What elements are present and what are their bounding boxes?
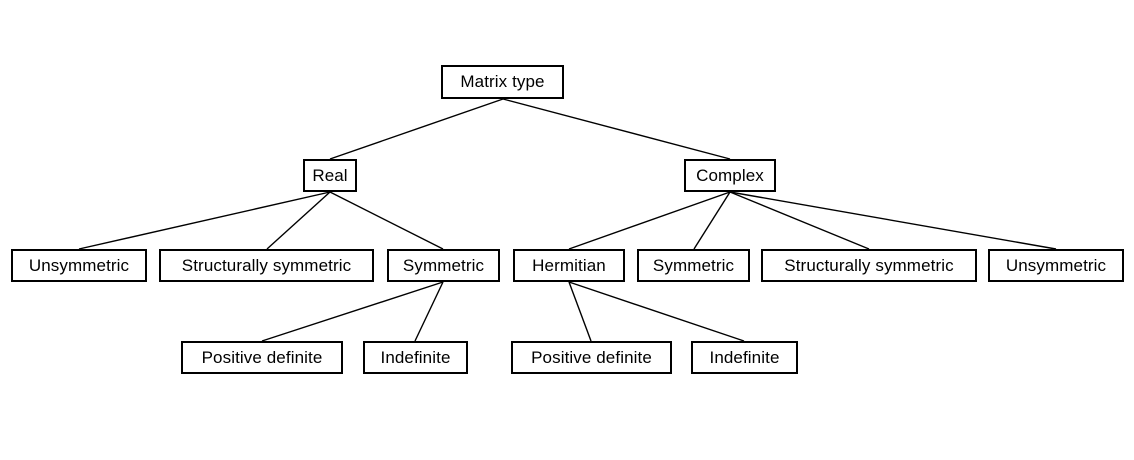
node-real[interactable]: Real	[303, 159, 357, 192]
edge-complex-symmetric	[693, 191, 731, 250]
node-real-unsymmetric[interactable]: Unsymmetric	[11, 249, 147, 282]
node-label-real-positive-definite: Positive definite	[201, 347, 323, 367]
edge-symm-posdef	[261, 281, 444, 342]
node-label-matrix-type: Matrix type	[460, 72, 545, 91]
edge-complex-unsymmetric	[729, 191, 1057, 250]
node-label-real: Real	[312, 165, 348, 185]
node-real-positive-definite[interactable]: Positive definite	[181, 341, 343, 374]
edge-complex-hermitian	[568, 191, 731, 250]
node-complex-symmetric[interactable]: Symmetric	[637, 249, 750, 282]
node-label-real-symmetric: Symmetric	[402, 255, 485, 275]
node-real-symmetric[interactable]: Symmetric	[387, 249, 500, 282]
edge-matrix-complex	[502, 98, 731, 160]
node-cplx-positive-definite[interactable]: Positive definite	[511, 341, 672, 374]
node-label-real-struct-symmetric: Structurally symmetric	[181, 255, 352, 275]
node-real-indefinite[interactable]: Indefinite	[363, 341, 468, 374]
node-complex-unsymmetric[interactable]: Unsymmetric	[988, 249, 1124, 282]
node-real-struct-symmetric[interactable]: Structurally symmetric	[159, 249, 374, 282]
edge-herm-indef	[568, 281, 745, 342]
node-label-complex-symmetric: Symmetric	[652, 255, 735, 275]
edge-complex-struct	[729, 191, 870, 250]
node-complex-struct-symm[interactable]: Structurally symmetric	[761, 249, 977, 282]
node-label-cplx-indefinite: Indefinite	[709, 347, 780, 367]
edge-matrix-real	[329, 98, 504, 160]
edge-symm-indef	[414, 281, 444, 342]
node-cplx-indefinite[interactable]: Indefinite	[691, 341, 798, 374]
node-label-complex-hermitian: Hermitian	[532, 255, 606, 275]
edge-real-unsymmetric	[78, 191, 331, 250]
edge-herm-posdef	[568, 281, 592, 342]
edge-real-symmetric	[329, 191, 444, 250]
node-label-real-indefinite: Indefinite	[380, 347, 451, 367]
node-complex[interactable]: Complex	[684, 159, 776, 192]
node-label-cplx-positive-definite: Positive definite	[531, 347, 652, 367]
edge-real-struct	[266, 191, 331, 250]
node-label-real-unsymmetric: Unsymmetric	[28, 255, 130, 275]
node-matrix-type[interactable]: Matrix type	[441, 65, 564, 99]
node-label-complex: Complex	[696, 165, 764, 185]
node-label-complex-unsymmetric: Unsymmetric	[1005, 255, 1107, 275]
node-complex-hermitian[interactable]: Hermitian	[513, 249, 625, 282]
node-label-complex-struct-symm: Structurally symmetric	[784, 255, 954, 275]
